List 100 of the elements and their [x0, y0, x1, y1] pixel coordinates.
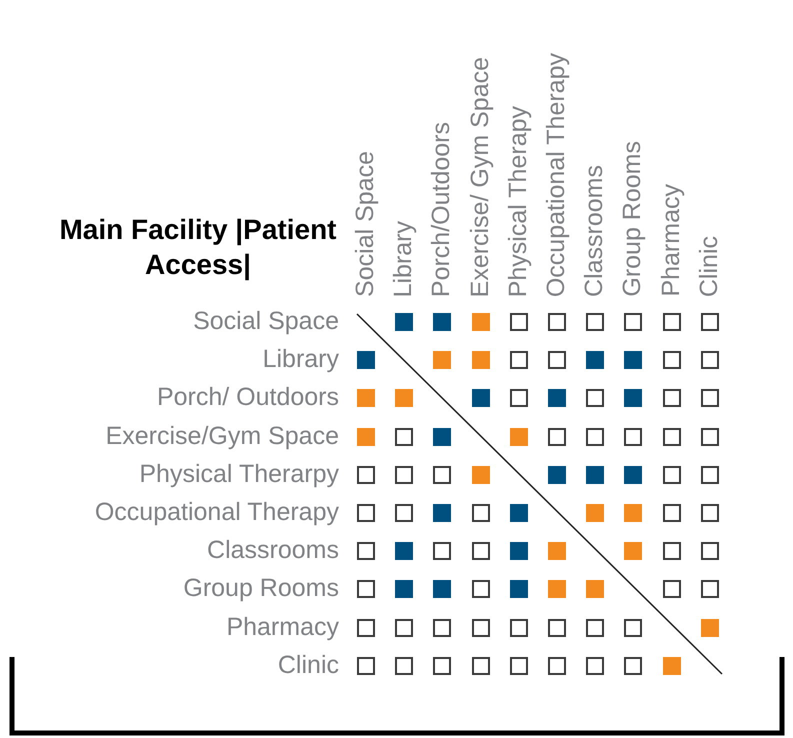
empty-square	[700, 466, 719, 484]
filled-square	[548, 580, 566, 598]
filled-square	[624, 466, 642, 484]
filled-square	[510, 542, 528, 560]
empty-square	[662, 542, 681, 560]
empty-square	[624, 656, 642, 675]
column-label: Social Space	[353, 151, 378, 297]
empty-square	[548, 428, 566, 446]
empty-square	[624, 313, 642, 331]
row-label: Classrooms	[207, 538, 339, 564]
empty-square	[700, 313, 719, 331]
filled-square	[624, 351, 642, 370]
empty-square	[433, 542, 452, 560]
column-label: Group Rooms	[620, 141, 646, 297]
filled-square	[357, 351, 375, 370]
empty-square	[433, 656, 452, 675]
filled-square	[472, 466, 490, 484]
empty-square	[548, 656, 566, 675]
filled-square	[395, 313, 414, 331]
filled-square	[624, 542, 642, 560]
row-label: Clinic	[278, 652, 339, 678]
empty-square	[510, 351, 528, 370]
empty-square	[586, 618, 604, 637]
empty-square	[357, 580, 375, 598]
empty-square	[472, 580, 490, 598]
empty-square	[662, 466, 681, 484]
row-label: Group Rooms	[183, 576, 339, 602]
empty-square	[357, 466, 375, 484]
empty-square	[548, 313, 566, 331]
empty-square	[510, 656, 528, 675]
empty-square	[472, 618, 490, 637]
filled-square	[433, 313, 452, 331]
empty-square	[700, 542, 719, 560]
filled-square	[472, 313, 490, 331]
filled-square	[510, 428, 528, 446]
filled-square	[510, 580, 528, 598]
column-label: Physical Therapy	[506, 106, 531, 297]
filled-square	[548, 542, 566, 560]
empty-square	[548, 618, 566, 637]
row-label: Physical Therarpy	[139, 462, 339, 487]
column-label: Occupational Therapy	[544, 52, 569, 297]
column-label: Porch/Outdoors	[429, 122, 454, 297]
empty-square	[395, 618, 414, 637]
filled-square	[510, 504, 528, 522]
filled-square	[433, 580, 452, 598]
empty-square	[700, 504, 719, 522]
empty-square	[586, 656, 604, 675]
empty-square	[662, 504, 681, 522]
filled-square	[433, 351, 452, 370]
empty-square	[700, 580, 719, 598]
chart-title: Main Facility |Patient Access|	[58, 213, 338, 282]
empty-square	[700, 351, 719, 370]
empty-square	[624, 428, 642, 446]
filled-square	[548, 389, 566, 408]
row-label: Social Space	[193, 309, 339, 334]
empty-square	[586, 428, 604, 446]
empty-square	[395, 504, 414, 522]
empty-square	[662, 389, 681, 408]
filled-square	[433, 428, 452, 446]
column-label: Classrooms	[582, 165, 608, 297]
empty-square	[357, 656, 375, 675]
empty-square	[586, 313, 604, 331]
filled-square	[548, 466, 566, 484]
filled-square	[472, 351, 490, 370]
empty-square	[395, 466, 414, 484]
empty-square	[548, 351, 566, 370]
empty-square	[395, 656, 414, 675]
empty-square	[662, 580, 681, 598]
filled-square	[586, 351, 604, 370]
empty-square	[510, 313, 528, 331]
filled-square	[395, 389, 414, 408]
empty-square	[357, 504, 375, 522]
empty-square	[700, 428, 719, 446]
row-label: Porch/ Outdoors	[156, 385, 339, 410]
filled-square	[586, 580, 604, 598]
empty-square	[433, 618, 452, 637]
empty-square	[586, 389, 604, 408]
filled-square	[586, 504, 604, 522]
filled-square	[433, 504, 452, 522]
column-label: Library	[391, 220, 416, 297]
empty-square	[624, 618, 642, 637]
column-label: Exercise/ Gym Space	[468, 56, 493, 297]
column-label: Pharmacy	[658, 184, 684, 297]
filled-square	[624, 389, 642, 408]
row-label: Exercise/Gym Space	[106, 424, 339, 449]
empty-square	[700, 389, 719, 408]
empty-square	[357, 618, 375, 637]
filled-square	[662, 656, 681, 675]
empty-square	[433, 466, 452, 484]
filled-square	[395, 580, 414, 598]
empty-square	[662, 351, 681, 370]
empty-square	[357, 542, 375, 560]
filled-square	[357, 428, 375, 446]
column-label: Clinic	[696, 236, 722, 297]
empty-square	[472, 504, 490, 522]
filled-square	[700, 618, 719, 637]
empty-square	[395, 428, 414, 446]
filled-square	[472, 389, 490, 408]
filled-square	[624, 504, 642, 522]
filled-square	[395, 542, 414, 560]
